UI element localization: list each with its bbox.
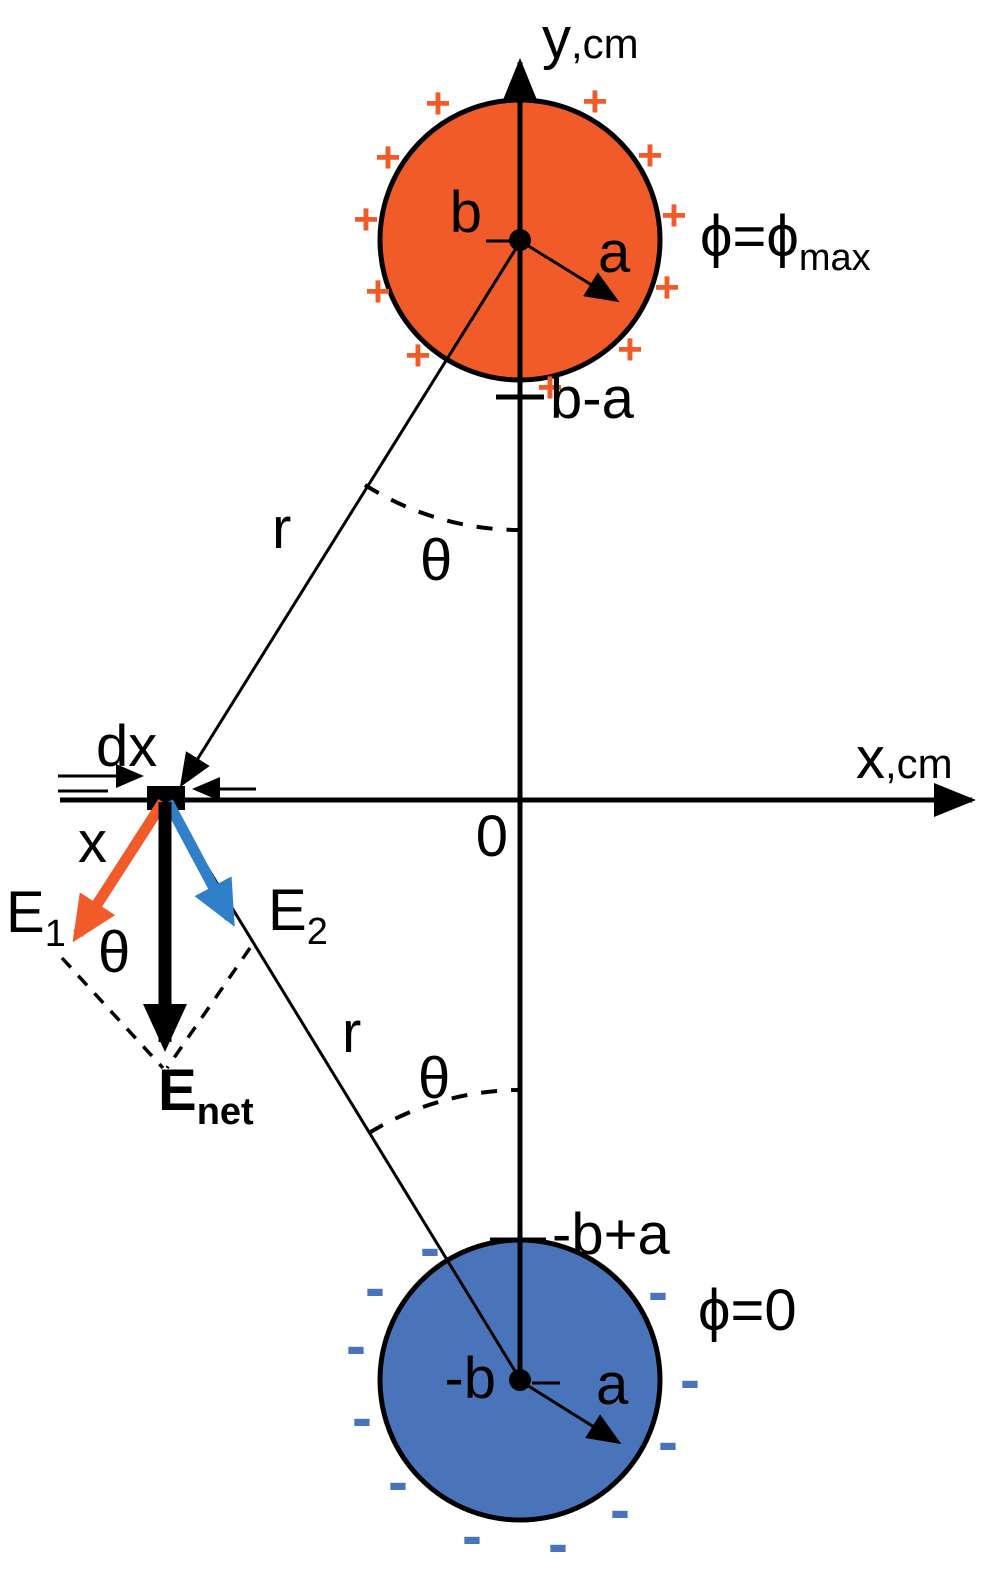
plus-charge-icon: + <box>617 325 643 374</box>
top-radius-label: a <box>598 220 631 285</box>
theta-arc-top <box>363 483 521 532</box>
theta-bottom-label: θ <box>418 1046 450 1111</box>
top-center-dot <box>509 229 531 251</box>
y-axis-label: y,cm <box>542 6 639 71</box>
minus-charge-icon: - <box>346 1312 366 1379</box>
plus-charge-icon: + <box>353 195 379 244</box>
plus-charge-icon: + <box>654 263 680 312</box>
e2-label: E2 <box>268 878 328 953</box>
theta-top-label: θ <box>420 528 452 593</box>
plus-charge-icon: + <box>405 331 431 380</box>
top-center-label: b <box>450 180 482 245</box>
e1-label: E1 <box>6 880 66 955</box>
parallelogram-dash-right <box>165 947 252 1069</box>
dx-label: dx <box>96 714 157 779</box>
parallelogram-dash-left <box>60 956 165 1070</box>
bottom-radius-label: a <box>596 1352 629 1417</box>
r-bottom-label: r <box>342 1000 361 1065</box>
minus-charge-icon: - <box>610 1476 630 1543</box>
minus-charge-icon: - <box>388 1448 408 1515</box>
minus-charge-icon: - <box>420 1214 440 1281</box>
plus-charge-icon: + <box>637 131 663 180</box>
minus-charge-icon: - <box>658 1408 678 1475</box>
bottom-radius-vector <box>521 1380 622 1445</box>
r-line-top <box>179 241 522 788</box>
x-axis-label: x,cm <box>856 726 953 791</box>
bottom-potential-label: ϕ=0 <box>698 1278 797 1343</box>
plus-charge-icon: + <box>375 133 401 182</box>
x-position-label: x <box>78 810 107 875</box>
minus-charge-icon: - <box>352 1384 372 1451</box>
minus-charge-icon: - <box>365 1254 385 1321</box>
plus-charge-icon: + <box>537 363 563 412</box>
plus-charge-icon: + <box>365 267 391 316</box>
plus-charge-icon: + <box>425 79 451 128</box>
plus-charge-icon: + <box>661 191 687 240</box>
plus-charge-icon: + <box>582 77 608 126</box>
top-potential-label: ϕ=ϕmax <box>700 204 871 279</box>
e2-vector <box>163 799 235 927</box>
bottom-center-dot <box>509 1369 531 1391</box>
r-top-label: r <box>272 496 291 561</box>
top-radius-vector <box>521 240 620 303</box>
bottom-boundary-label: -b+a <box>552 1202 670 1267</box>
minus-charge-icon: - <box>462 1502 482 1569</box>
bottom-center-label: -b <box>444 1346 496 1411</box>
minus-charge-icon: - <box>648 1258 668 1325</box>
origin-label: 0 <box>476 804 508 869</box>
e1-vector <box>72 799 168 943</box>
minus-charge-icon: - <box>680 1346 700 1413</box>
minus-charge-icon: - <box>548 1510 568 1577</box>
top-boundary-label: b-a <box>550 366 635 431</box>
theta-field-label: θ <box>98 920 130 985</box>
enet-label: Enet <box>158 1058 254 1133</box>
